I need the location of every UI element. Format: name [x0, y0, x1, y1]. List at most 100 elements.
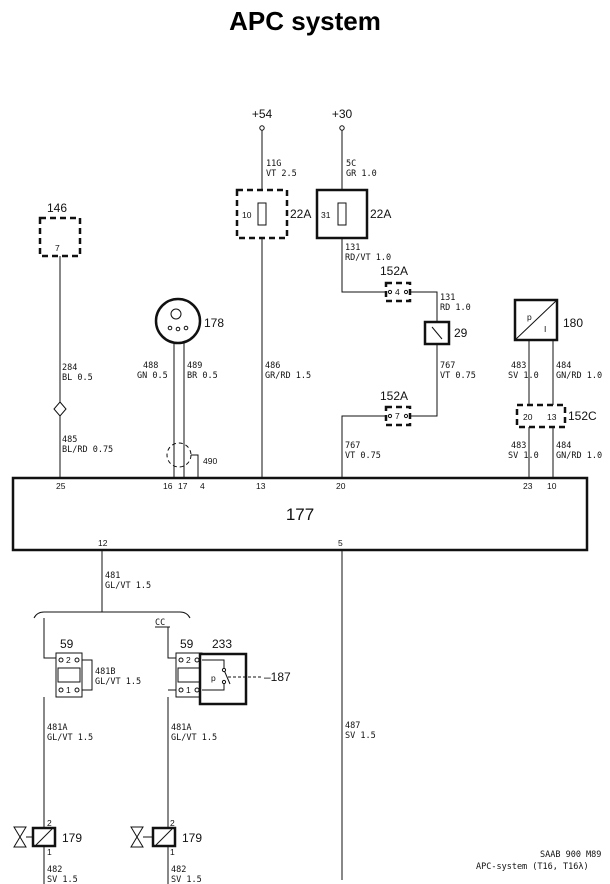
valve-179-right-symbol: [130, 826, 144, 848]
component-146: [38, 216, 82, 258]
wire-481a-left-spec: GL/VT 1.5: [47, 733, 93, 743]
connector-59-right-label: 59: [180, 637, 194, 651]
supply-plus30-label: +30: [332, 107, 353, 121]
control-unit-177-label: 177: [286, 505, 314, 524]
terminal-plus54: [259, 125, 265, 131]
wire-11g-spec: VT 2.5: [266, 169, 297, 179]
wire-767-a: [410, 344, 438, 417]
wire-484a-spec: GN/RD 1.0: [556, 371, 602, 381]
ecu-pin-20: 20: [336, 481, 346, 491]
wire-484b-id: 484: [556, 441, 571, 451]
wire-5c-spec: GR 1.0: [346, 169, 377, 179]
switch-233-label: 233: [212, 637, 232, 651]
wire-481-spec: GL/VT 1.5: [105, 581, 151, 591]
component-146-pin7: 7: [55, 243, 60, 253]
shield-490-drain: [191, 454, 199, 478]
wire-131a-spec: RD/VT 1.0: [345, 253, 391, 263]
wire-488-id: 488: [143, 361, 158, 371]
wire-483b-id: 483: [511, 441, 526, 451]
wire-488-spec: GN 0.5: [137, 371, 168, 381]
diagram-title: APC system: [229, 6, 381, 36]
wire-484b-spec: GN/RD 1.0: [556, 451, 602, 461]
switch-233-p: p: [211, 673, 216, 683]
connector-59-left-label: 59: [60, 637, 74, 651]
shield-490-label: 490: [203, 456, 217, 466]
wire-481a-left-id: 481A: [47, 723, 67, 733]
wire-branch-left: [43, 618, 56, 659]
connector-59-right-pin2: 2: [186, 655, 191, 665]
shield-490: [166, 442, 192, 468]
wire-131a-id: 131: [345, 243, 360, 253]
connector-152a-pin4: 4: [395, 287, 400, 297]
sensor-178-label: 178: [204, 316, 224, 330]
wire-481b-id: 481B: [95, 667, 115, 677]
wire-131-a: [341, 238, 386, 293]
valve-179-left-pin2: 2: [47, 818, 52, 828]
wire-131-b: [410, 291, 438, 322]
switch-29-contact: [431, 326, 443, 340]
wire-482-right-id: 482: [171, 865, 186, 875]
sensor-180-label: 180: [563, 316, 583, 330]
switch-29-label: 29: [454, 326, 468, 340]
wire-486-id: 486: [265, 361, 280, 371]
variant-cc-label: CC: [155, 618, 165, 628]
wire-485-spec: BL/RD 0.75: [62, 445, 113, 455]
wire-481b-loop: [82, 659, 93, 691]
pressure-sensor-178: [154, 297, 202, 345]
wire-487-spec: SV 1.5: [345, 731, 376, 741]
ecu-pin-5: 5: [338, 538, 343, 548]
wire-489-id: 489: [187, 361, 202, 371]
valve-179-right-label: 179: [182, 831, 202, 845]
wire-489-spec: BR 0.5: [187, 371, 218, 381]
terminal-plus30: [339, 125, 345, 131]
wire-482-left-spec: SV 1.5: [47, 875, 78, 884]
wire-483b-spec: SV 1.0: [508, 451, 539, 461]
wire-767b-spec: VT 0.75: [345, 451, 381, 461]
sensor-180-i: I: [544, 324, 546, 334]
ecu-pin-16: 16: [163, 481, 173, 491]
connector-152a-top-label: 152A: [380, 264, 408, 278]
wire-5c-id: 5C: [346, 159, 356, 169]
wire-482-right-spec: SV 1.5: [171, 875, 202, 884]
valve-179-right-pin2: 2: [170, 818, 175, 828]
ecu-pin-4: 4: [200, 481, 205, 491]
fuse-31-element: [337, 202, 347, 226]
wire-131b-spec: RD 1.0: [440, 303, 471, 313]
wire-481-id: 481: [105, 571, 120, 581]
wire-767a-spec: VT 0.75: [440, 371, 476, 381]
fuse-31-pin: 31: [321, 210, 331, 220]
wire-483a-id: 483: [511, 361, 526, 371]
footer-model: SAAB 900 M89: [540, 850, 601, 860]
valve-179-left-pin1: 1: [47, 847, 52, 857]
valve-179-left-symbol: [13, 826, 27, 848]
sensor-180-diagonal: [514, 299, 558, 341]
apc-control-unit-177: [11, 476, 589, 552]
switch-233-contact: [223, 669, 231, 685]
wire-486-spec: GR/RD 1.5: [265, 371, 311, 381]
wire-branch-right: [167, 627, 176, 659]
valve-179-right-pin1: 1: [170, 847, 175, 857]
component-146-label: 146: [47, 201, 67, 215]
wire-481a-right-spec: GL/VT 1.5: [171, 733, 217, 743]
wire-131b-id: 131: [440, 293, 455, 303]
wire-284-id: 284: [62, 363, 77, 373]
supply-plus54-label: +54: [252, 107, 273, 121]
wire-767b-id: 767: [345, 441, 360, 451]
fuse-10-element: [257, 202, 267, 226]
ecu-pin-13: 13: [256, 481, 266, 491]
wire-485-id: 485: [62, 435, 77, 445]
ecu-pin-25: 25: [56, 481, 66, 491]
ecu-pin-17: 17: [178, 481, 188, 491]
connector-152c-pin13: 13: [547, 412, 557, 422]
wire-481b-spec: GL/VT 1.5: [95, 677, 141, 687]
reference-187: –187: [264, 670, 291, 684]
fuse-10-pin: 10: [242, 210, 252, 220]
wire-284-spec: BL 0.5: [62, 373, 93, 383]
fuse-10-rating: 22A: [290, 207, 311, 221]
wire-481a-right-id: 481A: [171, 723, 191, 733]
pressure-switch-233: [198, 652, 248, 706]
connector-152c-label: 152C: [568, 409, 597, 423]
valve-179-left-label: 179: [62, 831, 82, 845]
ecu-pin-12: 12: [98, 538, 108, 548]
